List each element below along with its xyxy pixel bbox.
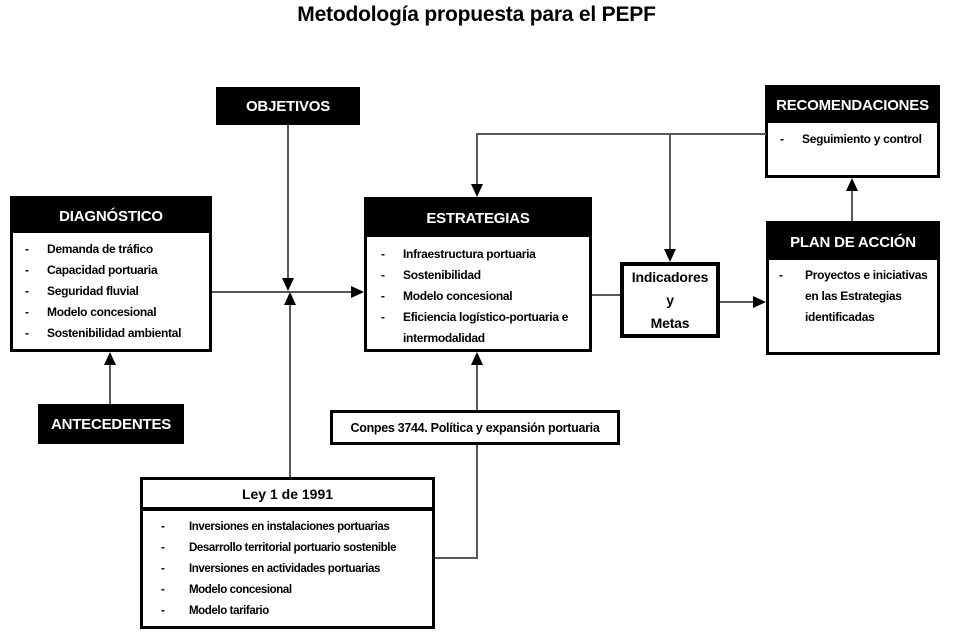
connector-feedback-estrategias	[476, 134, 478, 185]
node-diagnostico-header: DIAGNÓSTICO	[13, 199, 209, 233]
arrowhead-up-icon	[846, 178, 858, 191]
arrowhead-up-icon	[104, 352, 116, 365]
connector-indicadores-plan	[720, 301, 754, 303]
list-item: - Seguridad fluvial	[25, 281, 205, 302]
node-conpes: Conpes 3744. Política y expansión portua…	[330, 410, 620, 445]
list-item: - Inversiones en actividades portuarias	[161, 559, 428, 580]
node-plan-de-accion-header: PLAN DE ACCIÓN	[769, 224, 937, 260]
connector-feedback-horizontal	[476, 133, 766, 135]
node-objetivos: OBJETIVOS	[216, 87, 360, 125]
list-item: - Modelo concesional	[161, 580, 428, 601]
list-item: - Infraestructura portuaria	[381, 244, 585, 265]
node-plan-de-accion: PLAN DE ACCIÓN - Proyectos e iniciativas …	[766, 221, 940, 355]
connector-ley-up	[289, 305, 291, 477]
connector-plan-recomendaciones	[851, 189, 853, 221]
dash-bullet: -	[161, 521, 165, 533]
dash-bullet: -	[25, 242, 29, 256]
list-item: - Capacidad portuaria	[25, 260, 205, 281]
list-item: - Modelo tarifario	[161, 601, 428, 622]
list-item-text: Capacidad portuaria	[47, 263, 158, 277]
diagnostico-list: - Demanda de tráfico - Capacidad portuaria…	[13, 233, 209, 344]
list-item-text: Modelo concesional	[47, 305, 157, 319]
list-item: - Sostenibilidad ambiental	[25, 323, 205, 344]
list-item-text: Modelo tarifario	[189, 605, 269, 617]
dash-bullet: -	[161, 584, 165, 596]
dash-bullet: -	[161, 563, 165, 575]
list-item: - Sostenibilidad	[381, 265, 585, 286]
list-item-text: Inversiones en actividades portuarias	[189, 563, 381, 575]
list-item-text: Demanda de tráfico	[47, 242, 153, 256]
list-item-text: Proyectos e iniciativas en las Estrategi…	[805, 268, 928, 324]
list-item: - Seguimiento y control	[780, 129, 933, 150]
node-diagnostico: DIAGNÓSTICO - Demanda de tráfico - Capacid…	[10, 196, 212, 352]
indicadores-line: y	[666, 291, 674, 308]
list-item-text: Modelo concesional	[403, 289, 513, 303]
arrowhead-right-icon	[351, 286, 364, 298]
list-item-text: Sostenibilidad	[403, 268, 481, 282]
dash-bullet: -	[779, 268, 783, 282]
connector-conpes-estrategias	[476, 363, 478, 410]
connector-ley-conpes-horizontal	[435, 557, 478, 559]
dash-bullet: -	[381, 310, 385, 324]
estrategias-list: - Infraestructura portuaria - Sostenibilid…	[367, 237, 589, 349]
dash-bullet: -	[161, 605, 165, 617]
dash-bullet: -	[25, 263, 29, 277]
arrowhead-down-icon	[664, 249, 676, 262]
arrowhead-down-icon	[471, 184, 483, 197]
indicadores-line: Indicadores	[631, 268, 709, 285]
node-indicadores-metas: Indicadores y Metas	[620, 262, 720, 338]
ley-list: - Inversiones en instalaciones portuarias…	[143, 511, 432, 622]
arrowhead-up-icon	[284, 292, 296, 305]
connector-antecedentes-diagnostico	[109, 364, 111, 404]
arrowhead-down-icon	[282, 278, 294, 291]
dash-bullet: -	[25, 305, 29, 319]
plan-list: - Proyectos e iniciativas en las Estrateg…	[769, 260, 937, 328]
dash-bullet: -	[381, 247, 385, 261]
list-item-text: Infraestructura portuaria	[403, 247, 536, 261]
dash-bullet: -	[161, 542, 165, 554]
list-item: - Proyectos e iniciativas en las Estrateg…	[779, 265, 933, 328]
list-item: - Modelo concesional	[25, 302, 205, 323]
node-ley-header: Ley 1 de 1991	[143, 480, 432, 511]
recomendaciones-list: - Seguimiento y control	[768, 123, 937, 150]
connector-diagnostico-estrategias	[212, 291, 352, 293]
list-item-text: Seguridad fluvial	[47, 284, 139, 298]
node-antecedentes: ANTECEDENTES	[38, 404, 184, 444]
list-item-text: Modelo concesional	[189, 584, 292, 596]
indicadores-line: Metas	[650, 314, 690, 331]
arrowhead-right-icon	[753, 296, 766, 308]
node-recomendaciones-header: RECOMENDACIONES	[768, 88, 937, 123]
list-item-text: Seguimiento y control	[802, 132, 922, 146]
dash-bullet: -	[25, 284, 29, 298]
list-item-text: Desarrollo territorial portuario sosteni…	[189, 542, 397, 554]
list-item: - Modelo concesional	[381, 286, 585, 307]
connector-feedback-indicadores	[669, 134, 671, 250]
list-item: - Desarrollo territorial portuario sosten…	[161, 538, 428, 559]
node-recomendaciones: RECOMENDACIONES - Seguimiento y control	[765, 85, 940, 178]
node-ley-1-de-1991: Ley 1 de 1991 - Inversiones en instalacio…	[140, 477, 435, 629]
list-item: - Inversiones en instalaciones portuarias	[161, 517, 428, 538]
connector-estrategias-indicadores	[592, 294, 620, 296]
arrowhead-up-icon	[471, 352, 483, 365]
connector-ley-conpes-vertical	[476, 445, 478, 559]
list-item-text: Sostenibilidad ambiental	[47, 326, 182, 340]
diagram-title: Metodología propuesta para el PEPF	[297, 3, 656, 26]
node-estrategias-header: ESTRATEGIAS	[367, 200, 589, 237]
dash-bullet: -	[25, 326, 29, 340]
list-item: - Eficiencia logístico-portuaria e interm…	[381, 307, 585, 349]
dash-bullet: -	[381, 289, 385, 303]
connector-objetivos-down	[287, 125, 289, 280]
node-estrategias: ESTRATEGIAS - Infraestructura portuaria -…	[364, 197, 592, 352]
list-item-text: Eficiencia logístico-portuaria e intermo…	[403, 310, 569, 345]
dash-bullet: -	[381, 268, 385, 282]
dash-bullet: -	[780, 132, 784, 146]
list-item-text: Inversiones en instalaciones portuarias	[189, 521, 390, 533]
list-item: - Demanda de tráfico	[25, 239, 205, 260]
